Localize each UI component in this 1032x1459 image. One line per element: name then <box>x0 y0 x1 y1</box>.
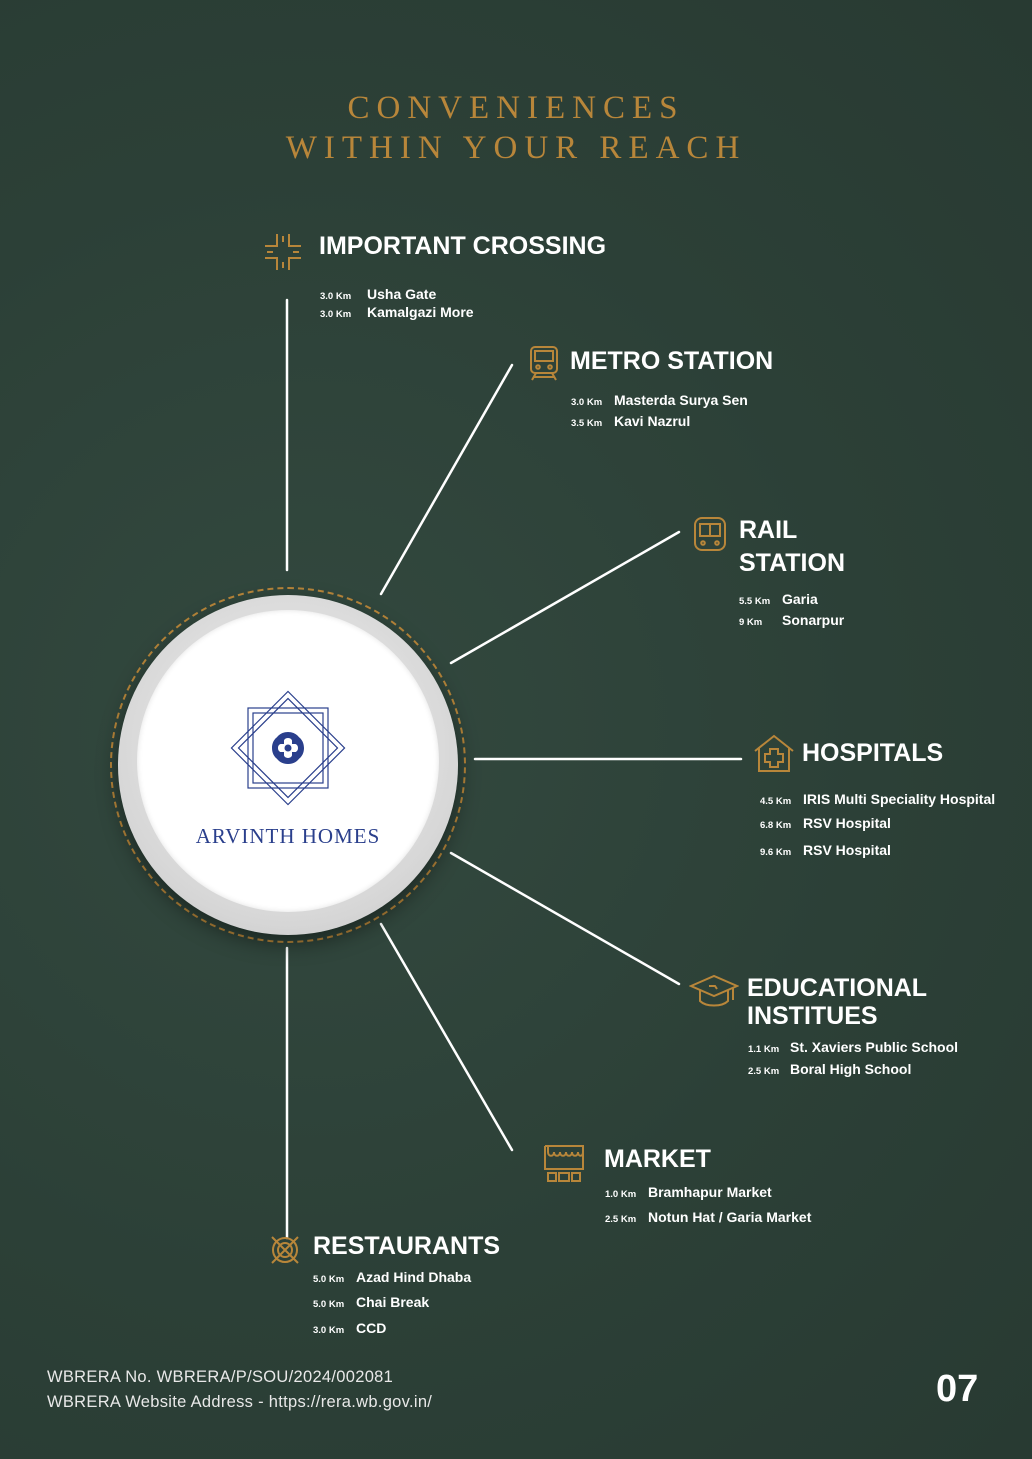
place-name: CCD <box>356 1320 387 1336</box>
distance: 3.5 Km <box>571 418 603 429</box>
distance: 1.1 Km <box>748 1044 780 1055</box>
connector-education <box>449 851 681 986</box>
list-item: 5.5 Km Garia <box>739 591 818 609</box>
list-item: 1.0 Km Bramhapur Market <box>605 1184 772 1202</box>
place-name: Kamalgazi More <box>367 304 474 320</box>
list-item: 2.5 Km Boral High School <box>748 1061 911 1079</box>
category-title: METRO STATION <box>570 347 774 375</box>
distance: 1.0 Km <box>605 1189 637 1200</box>
list-item: 5.0 Km Azad Hind Dhaba <box>313 1269 471 1287</box>
page-number: 07 <box>936 1368 979 1410</box>
list-item: 6.8 Km RSV Hospital <box>760 815 891 833</box>
list-item: 9.6 Km RSV Hospital <box>760 842 891 860</box>
market-icon <box>544 1145 584 1182</box>
brand-name: ARVINTH HOMES <box>195 824 381 848</box>
place-name: Usha Gate <box>367 286 437 302</box>
place-name: RSV Hospital <box>803 842 891 858</box>
category-title-line-1: EDUCATIONAL <box>747 974 928 1002</box>
arvinth-homes-logo-icon <box>230 690 346 806</box>
category-title-line-2: INSTITUES <box>747 1002 878 1030</box>
page-title-line-1: CONVENIENCES <box>347 90 685 126</box>
place-name: Masterda Surya Sen <box>614 392 748 408</box>
distance: 4.5 Km <box>760 796 792 807</box>
distance: 3.0 Km <box>320 291 352 302</box>
category-title-line-2: STATION <box>739 549 846 577</box>
place-name: Garia <box>782 591 818 607</box>
metro-train-icon <box>530 346 558 381</box>
category-title: MARKET <box>604 1145 711 1173</box>
distance: 9.6 Km <box>760 847 792 858</box>
place-name: IRIS Multi Speciality Hospital <box>803 791 996 807</box>
list-item: 2.5 Km Notun Hat / Garia Market <box>605 1209 811 1227</box>
category-title: HOSPITALS <box>802 739 944 767</box>
category-title: RESTAURANTS <box>313 1232 501 1260</box>
distance: 2.5 Km <box>748 1066 780 1077</box>
distance: 5.5 Km <box>739 596 771 607</box>
list-item: 3.0 Km Usha Gate <box>320 286 436 304</box>
connector-metro <box>379 363 514 596</box>
restaurant-icon <box>271 1236 299 1264</box>
distance: 9 Km <box>739 617 763 628</box>
place-name: Notun Hat / Garia Market <box>648 1209 812 1225</box>
distance: 2.5 Km <box>605 1214 637 1225</box>
page-title-line-2: WITHIN YOUR REACH <box>285 130 747 166</box>
rera-number: WBRERA No. WBRERA/P/SOU/2024/002081 <box>47 1368 394 1386</box>
place-name: St. Xaviers Public School <box>790 1039 959 1055</box>
list-item: 3.5 Km Kavi Nazrul <box>571 413 690 431</box>
category-title: IMPORTANT CROSSING <box>319 232 607 260</box>
list-item: 5.0 Km Chai Break <box>313 1294 429 1312</box>
list-item: 4.5 Km IRIS Multi Speciality Hospital <box>760 791 995 809</box>
distance: 5.0 Km <box>313 1299 345 1310</box>
category-title-line-1: RAIL <box>739 516 798 544</box>
connector-market <box>379 922 514 1152</box>
list-item: 9 Km Sonarpur <box>739 612 844 630</box>
rail-train-icon <box>694 517 726 551</box>
hospital-icon <box>754 734 794 772</box>
list-item: 3.0 Km Masterda Surya Sen <box>571 392 748 410</box>
graduation-cap-icon <box>689 974 739 1007</box>
logo-ring-dashed <box>110 587 466 943</box>
distance: 5.0 Km <box>313 1274 345 1285</box>
list-item: 3.0 Km CCD <box>313 1320 386 1338</box>
place-name: Azad Hind Dhaba <box>356 1269 472 1285</box>
place-name: Sonarpur <box>782 612 845 628</box>
crossroads-icon <box>265 234 301 270</box>
place-name: Bramhapur Market <box>648 1184 772 1200</box>
list-item: 3.0 Km Kamalgazi More <box>320 304 474 322</box>
distance: 3.0 Km <box>571 397 603 408</box>
place-name: RSV Hospital <box>803 815 891 831</box>
place-name: Boral High School <box>790 1061 912 1077</box>
distance: 3.0 Km <box>320 309 352 320</box>
list-item: 1.1 Km St. Xaviers Public School <box>748 1039 958 1057</box>
rera-website: WBRERA Website Address - https://rera.wb… <box>47 1393 433 1411</box>
connector-rail <box>449 530 681 665</box>
place-name: Chai Break <box>356 1294 430 1310</box>
place-name: Kavi Nazrul <box>614 413 691 429</box>
distance: 3.0 Km <box>313 1325 345 1336</box>
distance: 6.8 Km <box>760 820 792 831</box>
